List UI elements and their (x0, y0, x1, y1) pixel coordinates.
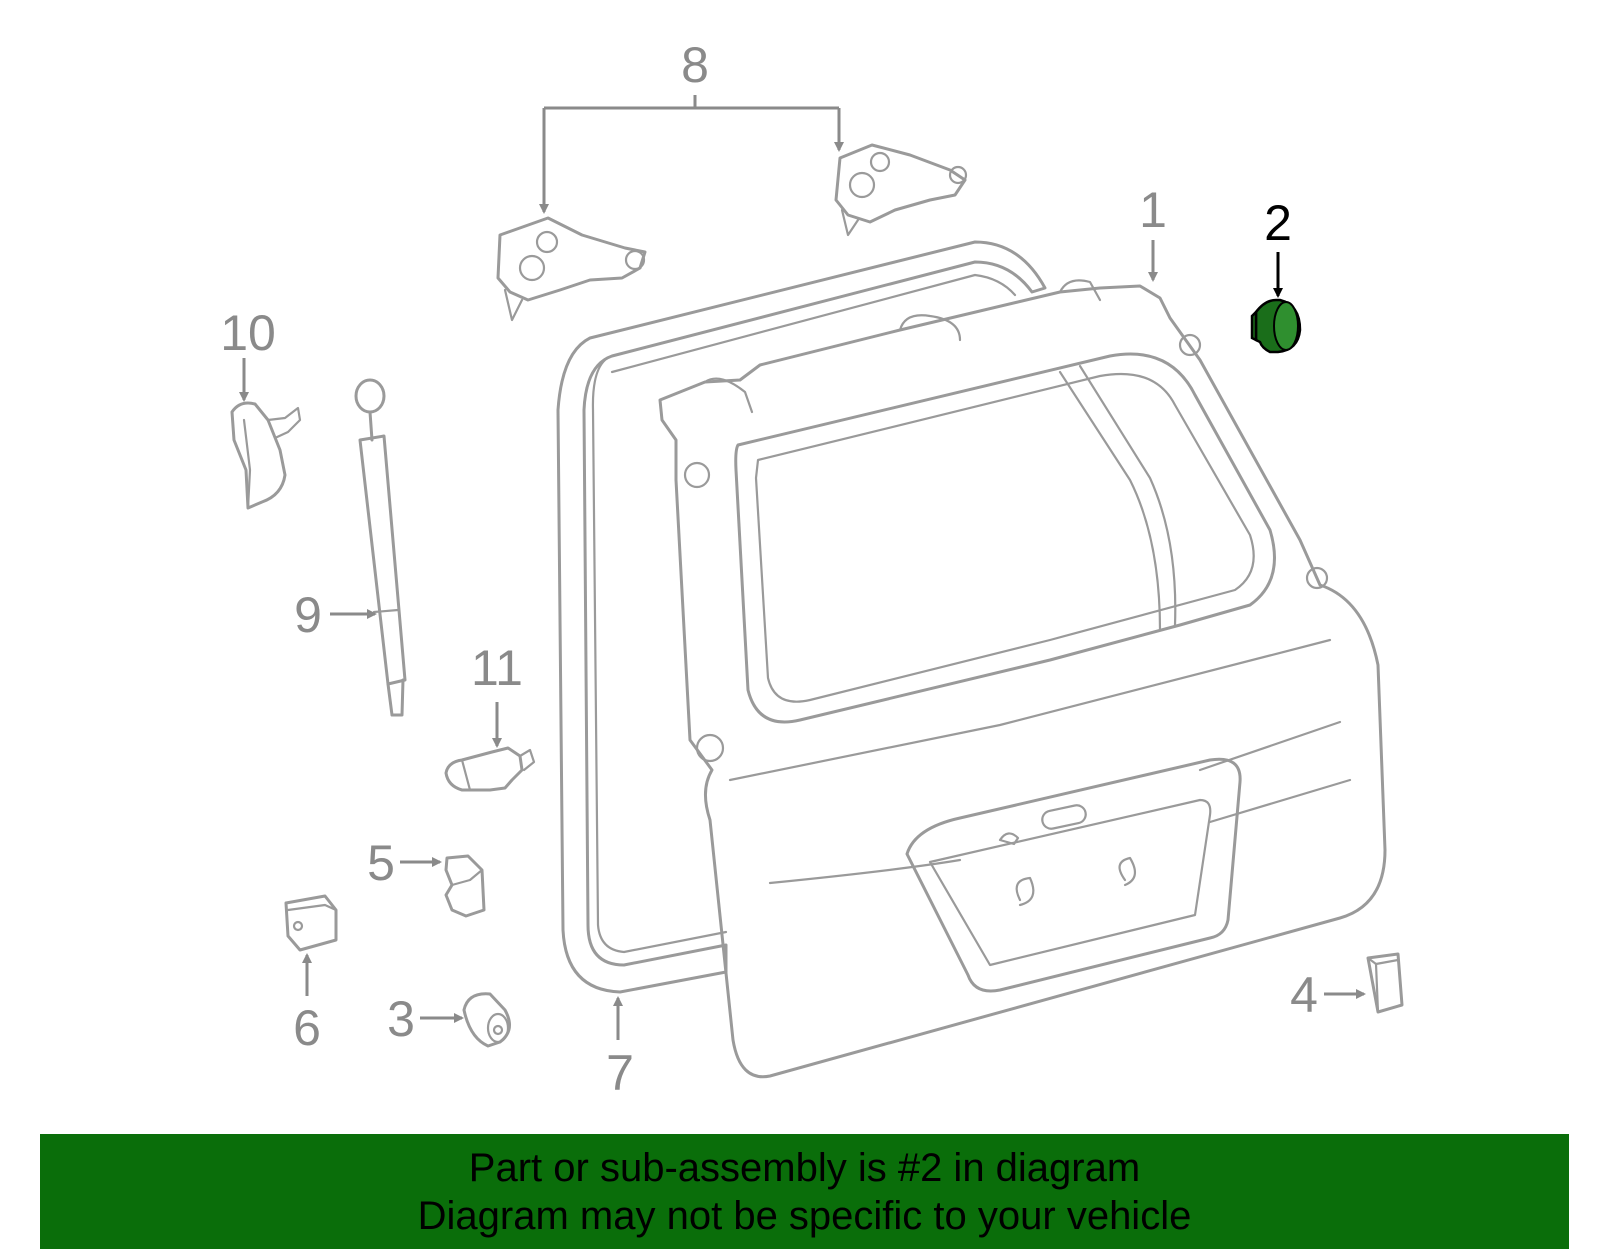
leader-lines (239, 95, 1366, 1040)
callout-9: 9 (294, 587, 322, 643)
callout-4: 4 (1290, 967, 1318, 1023)
part-4-clip (1366, 952, 1404, 1014)
part-9-strut (354, 378, 407, 717)
callout-8: 8 (681, 37, 709, 93)
callout-7: 7 (606, 1045, 634, 1101)
callout-1: 1 (1139, 182, 1167, 238)
callout-6: 6 (293, 1000, 321, 1056)
callout-10: 10 (220, 305, 276, 361)
part-10-bracket (230, 401, 302, 510)
part-7-weatherstrip (556, 240, 1047, 994)
callout-3: 3 (387, 991, 415, 1047)
part-6-block (284, 894, 338, 952)
part-1-back-door (658, 279, 1387, 1079)
part-8-hinge-right (834, 143, 968, 237)
part-2-grommet-highlighted (1250, 298, 1302, 354)
part-5-cushion (444, 854, 486, 918)
part-3-bumper (462, 992, 511, 1048)
info-banner: Part or sub-assembly is #2 in diagram Di… (40, 1134, 1569, 1249)
banner-line-1: Part or sub-assembly is #2 in diagram (468, 1145, 1141, 1190)
callout-11: 11 (471, 640, 523, 696)
callout-numbers: 8 1 2 10 9 11 5 6 3 4 7 (220, 37, 1318, 1101)
banner-line-2: Diagram may not be specific to your vehi… (417, 1193, 1192, 1238)
callout-2: 2 (1264, 195, 1292, 251)
callout-5: 5 (367, 835, 395, 891)
part-8-hinge-left (496, 216, 647, 322)
part-11-stopper (444, 746, 536, 792)
